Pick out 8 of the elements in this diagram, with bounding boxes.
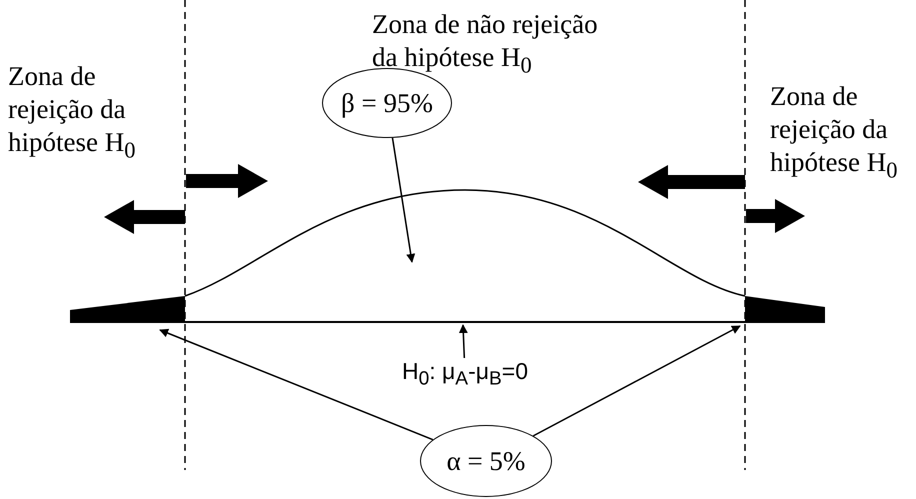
leader-arrow [532, 325, 741, 437]
leader-arrow [392, 138, 416, 263]
leader-arrow [458, 324, 468, 358]
leader-arrow [159, 328, 434, 440]
zone-label: Zona de rejeição da hipótese H$_{0}$ [8, 60, 136, 164]
zone-label: Zona de rejeição da hipótese H$_{0}$ [770, 80, 898, 184]
alpha-ellipse: α = 5% [420, 425, 552, 497]
hypothesis-label: H$_{0}$: μ$_{A}$-μ$_{B}$=0 [375, 358, 555, 392]
